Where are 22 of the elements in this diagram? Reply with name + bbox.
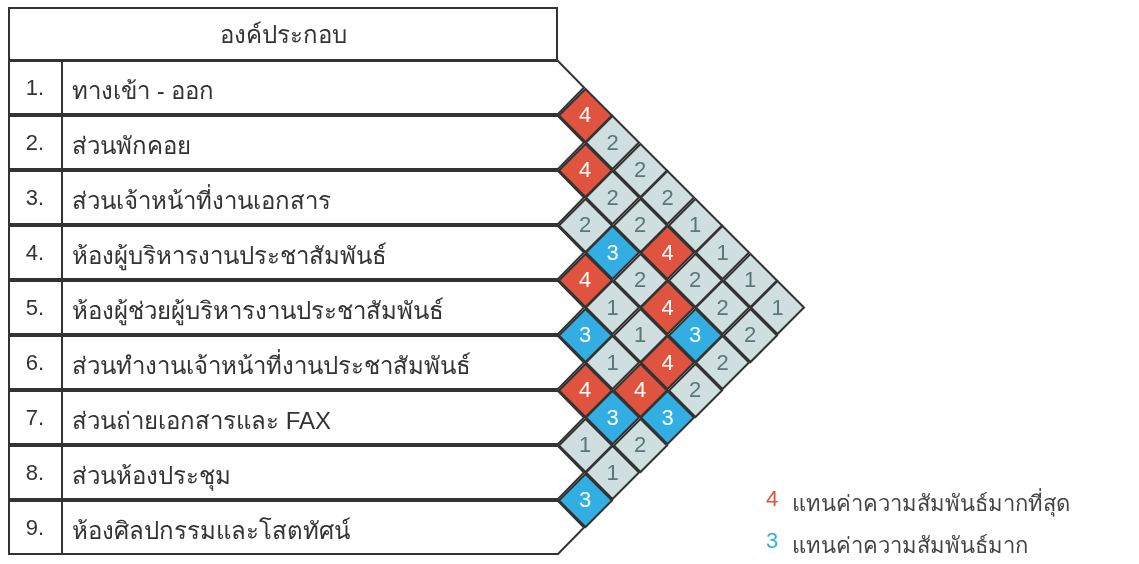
- component-name: ส่วนห้องประชุม: [72, 461, 231, 493]
- legend-text: แทนค่าความสัมพันธ์มากที่สุด: [792, 486, 1070, 521]
- component-name: ทางเข้า - ออก: [72, 76, 215, 106]
- row-number: 1.: [24, 75, 46, 101]
- row-number: 6.: [24, 350, 46, 376]
- row-number: 3.: [24, 185, 46, 211]
- row-number: 8.: [24, 460, 46, 486]
- legend-number: 3: [766, 528, 779, 554]
- row-number: 2.: [24, 130, 46, 156]
- row-number: 5.: [24, 295, 46, 321]
- component-name: ส่วนทำงานเจ้าหน้าที่งานประชาสัมพันธ์: [72, 346, 471, 385]
- row-number: 4.: [24, 240, 46, 266]
- row-number: 7.: [24, 405, 46, 431]
- legend-number: 4: [766, 486, 779, 512]
- component-name: ส่วนเจ้าหน้าที่งานเอกสาร: [72, 181, 331, 220]
- legend-text: แทนค่าความสัมพันธ์มาก: [792, 532, 1028, 560]
- component-name: ห้องศิลปกรรมและโสตทัศน์: [72, 516, 350, 546]
- component-name: ส่วนพักคอย: [72, 131, 191, 161]
- component-name: ห้องผู้ช่วยผู้บริหารงานประชาสัมพันธ์: [72, 296, 444, 328]
- row-number: 9.: [24, 515, 46, 541]
- component-name: ส่วนถ่ายเอกสารและ FAX: [72, 406, 332, 436]
- component-name: ห้องผู้บริหารงานประชาสัมพันธ์: [72, 241, 387, 273]
